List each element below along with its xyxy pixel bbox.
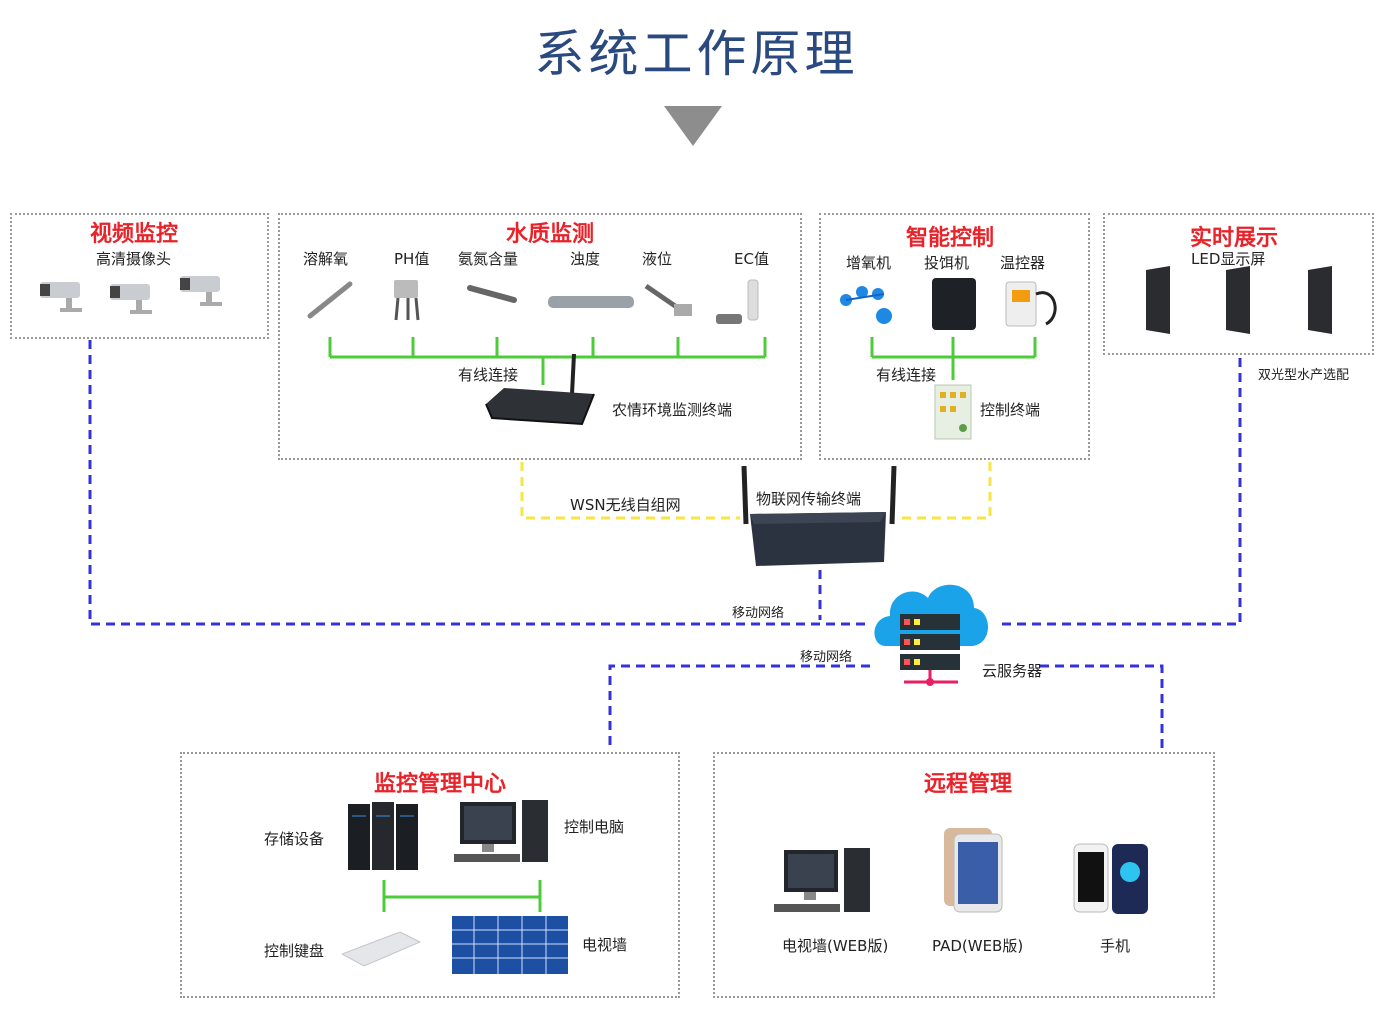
led-screen-icons [1146, 266, 1332, 334]
ammonia-probe-icon [467, 285, 517, 303]
display-box [1103, 213, 1374, 355]
remote-management-box [713, 752, 1215, 998]
sensor-icons [307, 279, 759, 324]
tablet-icon [944, 828, 1003, 913]
sensor-label-do: 溶解氧 [303, 250, 349, 268]
display-note: 双光型水产选配 [1258, 368, 1350, 383]
keyboard-icon [342, 931, 422, 967]
keyboard-label: 控制键盘 [264, 942, 325, 960]
camera-icon [40, 282, 82, 312]
device-label-thermostat: 温控器 [1000, 254, 1046, 272]
remote-label-pad: PAD(WEB版) [932, 937, 1024, 955]
camera-label: 高清摄像头 [96, 250, 172, 268]
control-pc-label: 控制电脑 [564, 818, 625, 836]
sensor-label-ammonia: 氨氮含量 [458, 250, 519, 268]
sensor-label-level: 液位 [642, 250, 673, 268]
camera-icon [180, 276, 222, 306]
smart-wired-label: 有线连接 [876, 366, 937, 384]
water-wired-label: 有线连接 [458, 366, 519, 384]
mobile-network-label-1: 移动网络 [732, 606, 785, 621]
led-screen-icon [1226, 266, 1250, 334]
video-heading: 视频监控 [90, 222, 179, 247]
sensor-label-turbidity: 浊度 [570, 250, 601, 268]
turbidity-probe-icon [548, 296, 634, 308]
water-monitor-box [278, 213, 802, 460]
mobile-network-label-2: 移动网络 [800, 650, 853, 665]
management-center-box [180, 752, 680, 998]
video-monitor-box [10, 213, 269, 339]
thermostat-icon [1005, 281, 1057, 327]
tv-wall-icon [452, 916, 568, 974]
device-label-feeder: 投饵机 [924, 254, 970, 272]
tv-wall-label: 电视墙 [582, 936, 628, 954]
sensor-label-ec: EC值 [734, 250, 769, 268]
down-triangle-icon [664, 106, 722, 146]
display-heading: 实时展示 [1190, 226, 1279, 251]
control-pc-icon [454, 800, 548, 862]
water-heading: 水质监测 [506, 222, 595, 247]
ec-probe-icon [716, 279, 759, 324]
center-heading: 监控管理中心 [374, 772, 507, 797]
monitor-terminal-icon [485, 354, 595, 426]
led-screen-label: LED显示屏 [1191, 250, 1266, 268]
phone-icon [1073, 843, 1148, 914]
cloud-server-icon [874, 584, 988, 686]
control-terminal-label: 控制终端 [980, 401, 1041, 419]
level-probe-icon [644, 283, 692, 316]
ph-probe-icon [394, 280, 420, 321]
cloud-server-label: 云服务器 [982, 662, 1043, 680]
camera-icon [110, 284, 152, 314]
iot-router-icon [741, 466, 897, 566]
remote-heading: 远程管理 [924, 772, 1013, 797]
wsn-label: WSN无线自组网 [570, 496, 681, 514]
smart-heading: 智能控制 [906, 226, 995, 251]
storage-server-icon [348, 802, 418, 870]
monitor-terminal-label: 农情环境监测终端 [612, 401, 733, 419]
camera-icons [40, 276, 222, 314]
sensor-label-ph: PH值 [394, 250, 430, 268]
feeder-icon [932, 278, 976, 330]
control-terminal-icon [934, 384, 972, 440]
remote-label-phone: 手机 [1100, 937, 1131, 955]
led-screen-icon [1146, 266, 1170, 334]
smart-device-icons [840, 278, 1057, 330]
do-probe-icon [307, 281, 353, 319]
remote-label-tvwall: 电视墙(WEB版) [782, 937, 889, 955]
iot-terminal-label: 物联网传输终端 [756, 490, 862, 508]
web-pc-icon [774, 848, 870, 912]
device-label-aerator: 增氧机 [846, 254, 892, 272]
led-screen-icon [1308, 266, 1332, 334]
smart-control-box [819, 213, 1090, 460]
storage-label: 存储设备 [264, 830, 325, 848]
page-title: 系统工作原理 [534, 25, 859, 83]
aerator-icon [840, 286, 892, 324]
